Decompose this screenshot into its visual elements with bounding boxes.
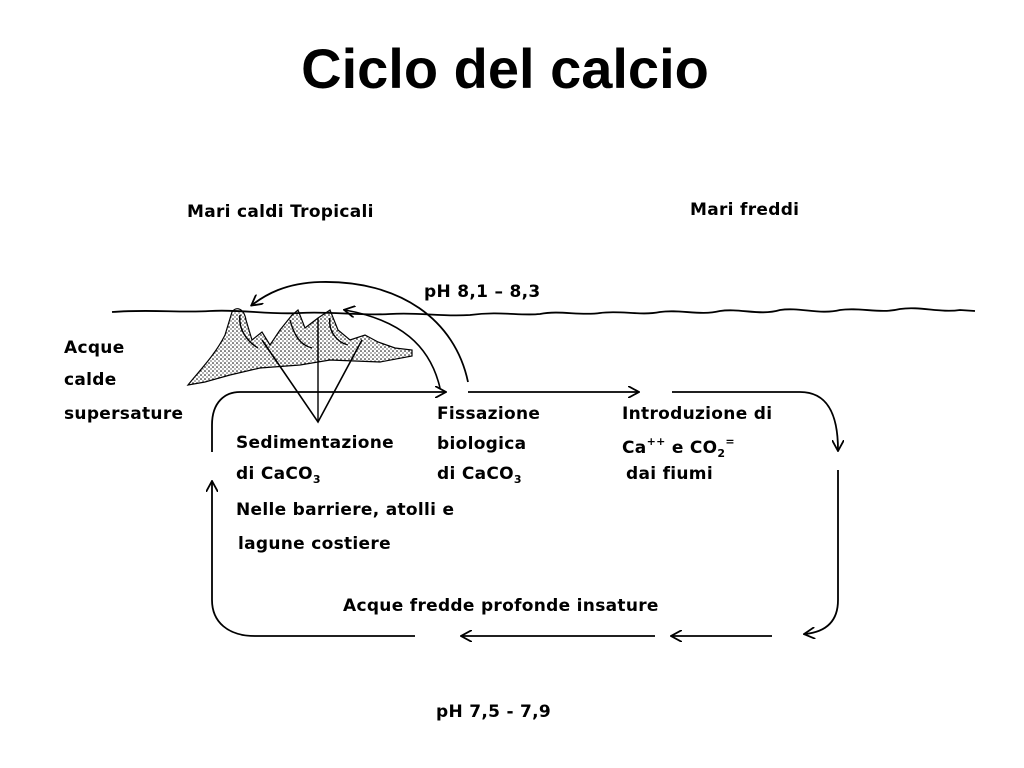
label-warm-seas: Mari caldi Tropicali <box>187 202 374 222</box>
arrow-right-side <box>805 470 839 634</box>
label-cold-seas: Mari freddi <box>690 200 800 220</box>
reef-shape <box>186 308 413 386</box>
diagram-graphics <box>111 281 976 768</box>
arrow-left-up <box>212 482 256 637</box>
calcium-cycle-diagram: Mari caldi Tropicali Mari freddi pH 8,1 … <box>0 170 1024 768</box>
label-sedimentation-3: Nelle barriere, atolli e <box>236 500 455 520</box>
arrow-top-1 <box>211 391 241 452</box>
label-fixation-3: di CaCO3 <box>437 464 522 486</box>
label-cold-deep-waters: Acque fredde profonde insature <box>343 596 659 616</box>
surface-arc-arrow <box>252 281 469 383</box>
label-ph-top: pH 8,1 – 8,3 <box>424 282 541 302</box>
label-sedimentation-1: Sedimentazione <box>236 433 394 453</box>
label-introduction-3: dai fiumi <box>626 464 713 484</box>
sea-surface-wave <box>111 307 976 317</box>
label-sedimentation-4: lagune costiere <box>238 534 391 554</box>
label-introduction-2: Ca++ e CO2= <box>622 435 735 460</box>
arrow-right-down <box>672 391 838 450</box>
label-warm-waters-3: supersature <box>64 404 184 424</box>
slide-title: Ciclo del calcio <box>301 37 709 100</box>
inner-arc-arrow <box>345 310 441 389</box>
label-warm-waters-2: calde <box>64 370 117 390</box>
label-fixation-1: Fissazione <box>437 404 541 424</box>
label-sedimentation-2: di CaCO3 <box>236 464 321 486</box>
label-introduction-1: Introduzione di <box>622 404 773 424</box>
label-ph-bottom: pH 7,5 - 7,9 <box>436 702 552 722</box>
label-fixation-2: biologica <box>437 434 527 454</box>
label-warm-waters-1: Acque <box>64 338 125 358</box>
